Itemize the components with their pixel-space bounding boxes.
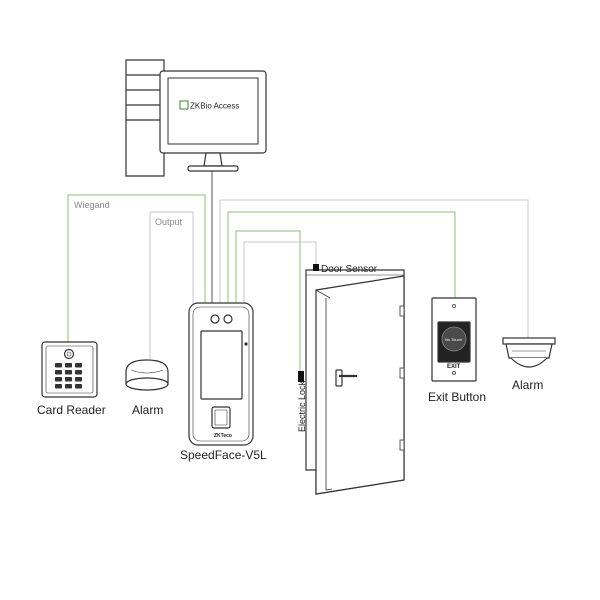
electric-lock-label: Electric Lock — [297, 380, 307, 432]
keypad-key — [55, 384, 62, 389]
keypad-key — [65, 363, 72, 368]
pc-stand — [203, 152, 223, 167]
electric-lock-wire — [235, 230, 301, 372]
alarm-right-wire — [219, 199, 529, 338]
electric-lock-icon — [298, 371, 304, 382]
terminal-label: SpeedFace-V5L — [180, 448, 267, 462]
keypad-key — [75, 363, 82, 368]
software-name: ZKBio Access — [190, 102, 239, 111]
keypad-key — [65, 384, 72, 389]
zk-logo-icon — [179, 100, 189, 110]
camera-icon — [223, 314, 233, 324]
output-label: Output — [155, 217, 183, 227]
camera-icon — [210, 314, 220, 324]
door — [305, 269, 405, 495]
alarm-left-label: Alarm — [132, 403, 163, 417]
pc-screen — [167, 77, 259, 145]
terminal-screen — [200, 330, 243, 400]
wiegand-wire — [67, 194, 206, 345]
exit-button-device — [431, 297, 477, 382]
exit-button-wire — [227, 211, 456, 304]
alarm-right-icon — [502, 337, 556, 368]
card-reader — [41, 341, 98, 398]
output-wire — [149, 211, 194, 365]
keypad-key — [65, 370, 72, 375]
speedface-terminal — [188, 302, 254, 446]
alarm-left-icon — [125, 359, 169, 391]
card-reader-label: Card Reader — [37, 403, 106, 417]
pc-tower — [125, 59, 165, 177]
keypad-key — [55, 363, 62, 368]
keypad-key — [55, 370, 62, 375]
keypad-key — [65, 377, 72, 382]
keypad-key — [75, 377, 82, 382]
door-handle-icon — [335, 369, 343, 387]
card-reader-keypad — [55, 363, 82, 389]
keypad-key — [75, 370, 82, 375]
terminal-brand: ZKTeco — [214, 433, 232, 439]
wiring — [67, 170, 529, 372]
door-sensor-label: Door Sensor — [321, 264, 378, 275]
keypad-key — [55, 377, 62, 382]
wiegand-label: Wiegand — [74, 200, 110, 210]
door-sensor-icon — [313, 264, 319, 271]
keypad-key — [75, 384, 82, 389]
alarm-right-label: Alarm — [512, 378, 543, 392]
exit-text: EXIT — [447, 364, 461, 370]
door-panel — [315, 275, 405, 495]
exit-button-label: Exit Button — [428, 390, 486, 404]
computer — [125, 59, 267, 177]
door-sensor-wire — [243, 241, 317, 304]
no-touch-text: No Touch — [445, 337, 462, 342]
